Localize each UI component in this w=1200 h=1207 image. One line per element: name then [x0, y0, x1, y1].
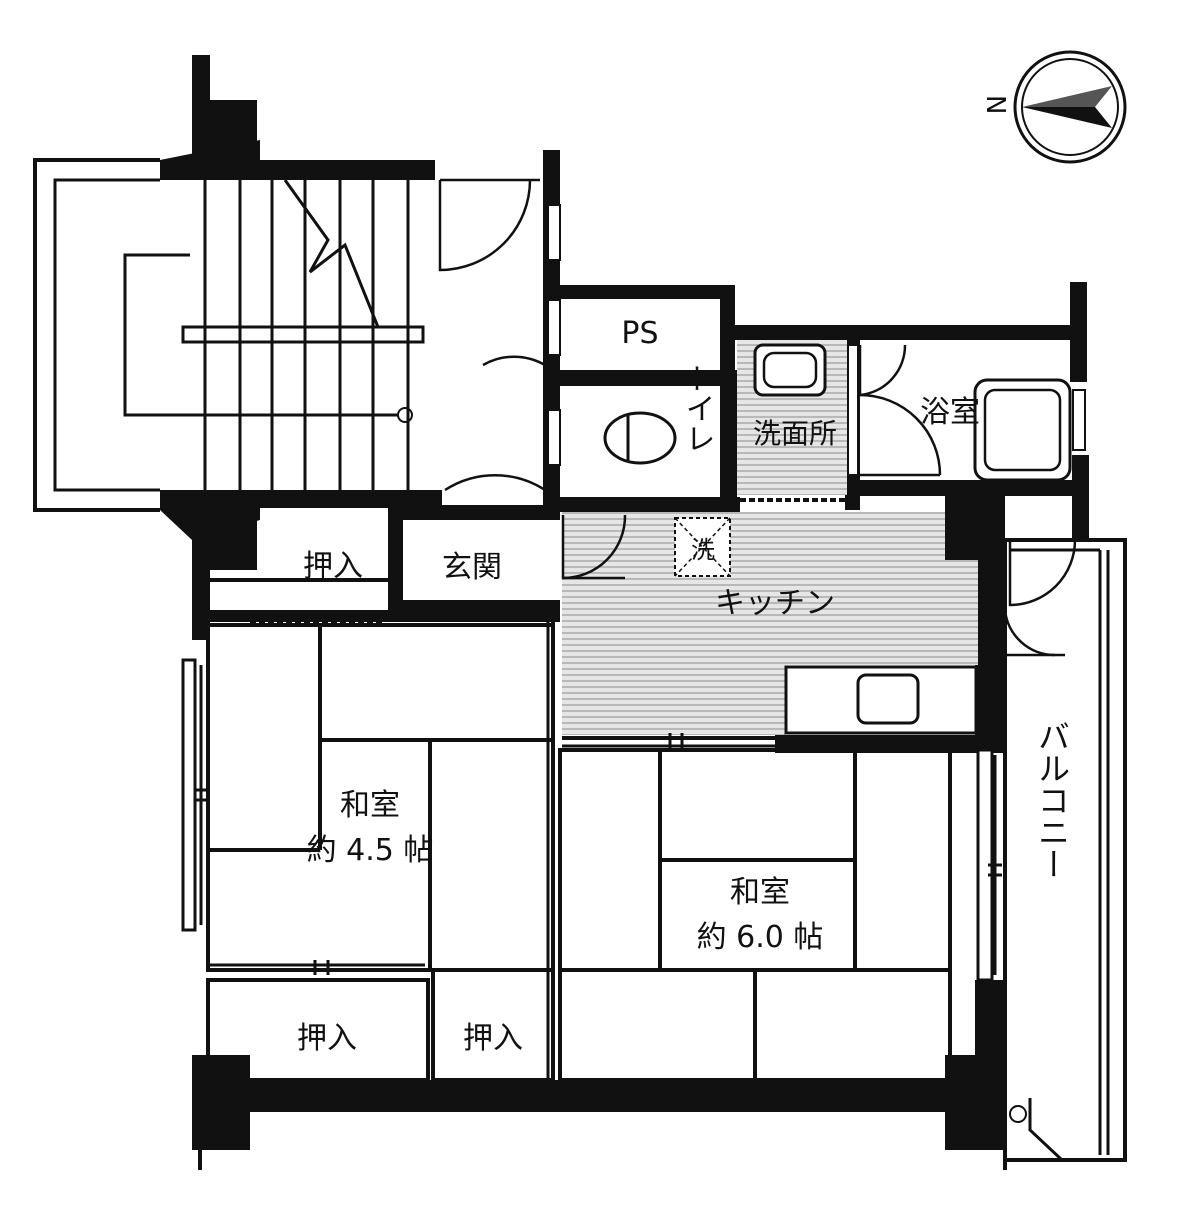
- room-label-ps: PS: [621, 316, 658, 351]
- staircase: [33, 158, 425, 512]
- fixtures: [603, 343, 1072, 577]
- room-label-closet-bottom-left: 押入: [297, 1021, 357, 1056]
- room-label-toilet: トイレ: [680, 363, 715, 453]
- room-label-washitsu-large: 和室: [730, 875, 790, 910]
- room-label-closet-entrance: 押入: [303, 549, 363, 584]
- room-label-washroom: 洗面所: [753, 417, 837, 450]
- doors: [438, 178, 1077, 657]
- room-size-washitsu-large: 約 6.0 帖: [697, 920, 824, 955]
- room-label-entrance: 玄関: [442, 550, 502, 585]
- room-size-washitsu-small: 約 4.5 帖: [307, 833, 434, 868]
- washer-label: 洗: [691, 536, 715, 564]
- room-label-bathroom: 浴室: [920, 395, 980, 430]
- compass: N: [980, 50, 1127, 164]
- room-label-kitchen: キッチン: [715, 586, 835, 621]
- bathtub-icon: [973, 378, 1072, 482]
- partitions: [181, 204, 1086, 1170]
- drain-icon: [1009, 1105, 1027, 1123]
- kitchen-floor: [562, 340, 978, 750]
- washbasin-icon: [753, 343, 827, 397]
- washer-space: [674, 517, 731, 577]
- toilet-icon: [603, 411, 677, 465]
- sink-icon: [856, 673, 920, 725]
- room-label-balcony: バルコニー: [1033, 720, 1071, 880]
- balcony: [976, 538, 1127, 1162]
- labels: PS トイレ 洗面所 浴室 押入 玄関 洗 キッチン 和室 約 4.5 帖 和室…: [297, 316, 1071, 1056]
- compass-north-label: N: [980, 95, 1010, 114]
- room-label-closet-bottom-mid: 押入: [463, 1021, 523, 1056]
- room-label-washitsu-small: 和室: [340, 788, 400, 823]
- compass-needle-icon: [1022, 86, 1112, 107]
